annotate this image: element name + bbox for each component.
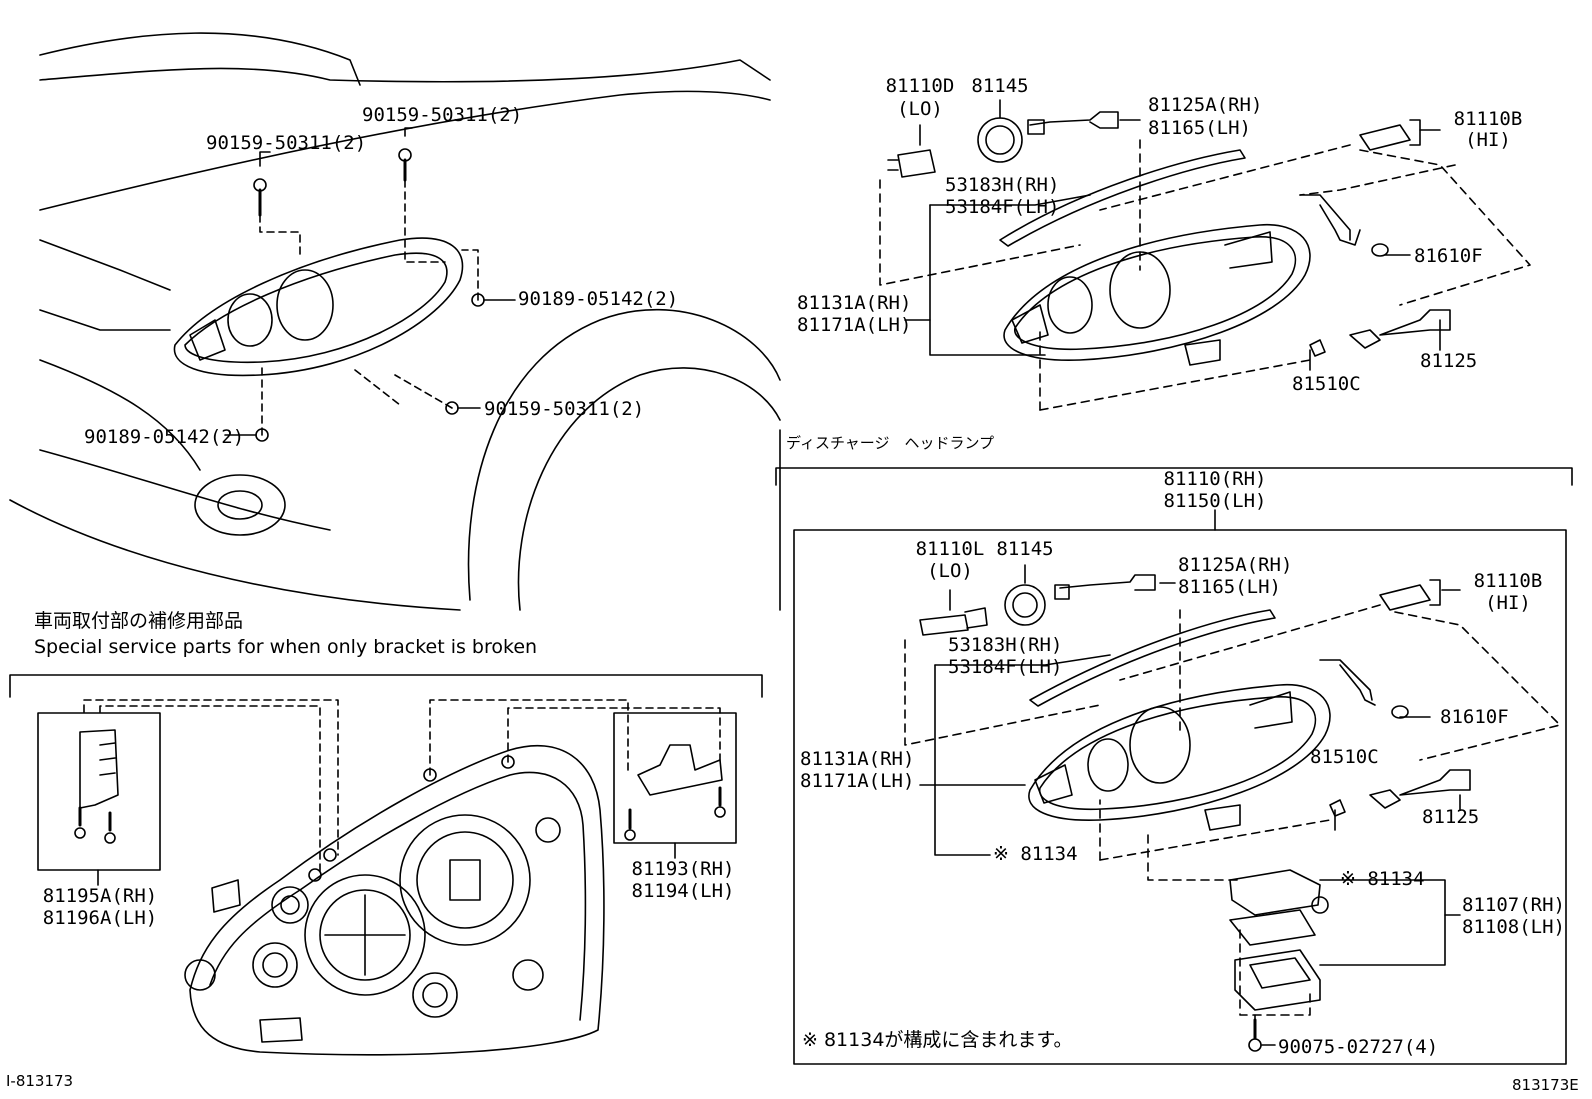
part-label-81107: 81107(RH) (1462, 894, 1565, 916)
part-label-81150-lh: 81150(LH) (1163, 490, 1267, 512)
bracket-section-title-jp: 車両取付部の補修用部品 (34, 610, 244, 632)
part-label-81110b-note: (HI) (1465, 129, 1511, 151)
discharge-headlamp-exploded (793, 529, 1567, 1065)
part-label-81110-rh: 81110(RH) (1163, 468, 1267, 490)
part-label-81610f: 81610F (1414, 245, 1483, 267)
part-label-90159-50311-a: 90159-50311(2) (206, 132, 367, 154)
part-label-81125a: 81125A(RH) (1148, 94, 1263, 116)
part-label-81110b: 81110B (1453, 108, 1523, 130)
part-label-81510c: 81510C (1292, 373, 1361, 395)
part-label-81171a: 81171A(LH) (797, 314, 912, 336)
part-label-81110b-d-note: (HI) (1485, 592, 1531, 614)
part-label-81110d-note: (LO) (897, 98, 943, 120)
part-label-53183h-d: 53183H(RH) (948, 634, 1063, 656)
part-label-81193: 81193(RH) (631, 858, 735, 880)
halogen-headlamp-exploded (879, 99, 1531, 411)
part-label-81195a: 81195A(RH) (42, 885, 158, 907)
part-label-90159-50311-b: 90159-50311(2) (362, 104, 523, 126)
part-label-81134-b: ※ 81134 (1340, 868, 1425, 890)
part-label-81125-d: 81125 (1422, 806, 1480, 828)
bracket-repair-illustration (9, 674, 763, 1056)
part-label-81125a-d: 81125A(RH) (1178, 554, 1293, 576)
part-label-81171a-d: 81171A(LH) (800, 770, 915, 792)
part-label-81131a-d: 81131A(RH) (800, 748, 915, 770)
part-label-81145: 81145 (971, 75, 1029, 97)
illustration-id-left: I-813173 (6, 1072, 74, 1090)
part-label-81510c-d: 81510C (1310, 746, 1379, 768)
vehicle-front-illustration (9, 32, 781, 611)
part-label-81131a: 81131A(RH) (797, 292, 912, 314)
part-label-90189-05142-a: 90189-05142(2) (518, 288, 679, 310)
bracket-section-title-en: Special service parts for when only brac… (34, 636, 538, 658)
part-label-53183h: 53183H(RH) (945, 174, 1060, 196)
discharge-section-rule (775, 467, 1573, 486)
part-label-81110l: 81110L (915, 538, 985, 560)
part-label-81110d: 81110D (885, 75, 955, 97)
part-label-53184f: 53184F(LH) (945, 196, 1060, 218)
part-label-90189-05142-b: 90189-05142(2) (84, 426, 245, 448)
discharge-footnote: ※ 81134が構成に含まれます。 (802, 1029, 1073, 1051)
part-label-81165: 81165(LH) (1148, 117, 1251, 139)
part-label-90159-50311-c: 90159-50311(2) (484, 398, 645, 420)
part-label-81108: 81108(LH) (1462, 916, 1565, 938)
discharge-section-title: ディスチャージ ヘッドランプ (786, 434, 995, 452)
part-label-81110b-d: 81110B (1473, 570, 1543, 592)
part-label-81165-d: 81165(LH) (1178, 576, 1281, 598)
part-label-90075-02727: 90075-02727(4) (1278, 1036, 1439, 1058)
part-label-81134-a: ※ 81134 (993, 843, 1078, 865)
part-label-81110l-note: (LO) (927, 560, 973, 582)
part-label-53184f-d: 53184F(LH) (948, 656, 1063, 678)
illustration-id-right: 813173E (1512, 1076, 1579, 1094)
part-label-81194: 81194(LH) (631, 880, 735, 902)
part-label-81125: 81125 (1420, 350, 1478, 372)
part-label-81196a: 81196A(LH) (42, 907, 158, 929)
part-label-81610f-d: 81610F (1440, 706, 1509, 728)
part-label-81145-d: 81145 (996, 538, 1054, 560)
